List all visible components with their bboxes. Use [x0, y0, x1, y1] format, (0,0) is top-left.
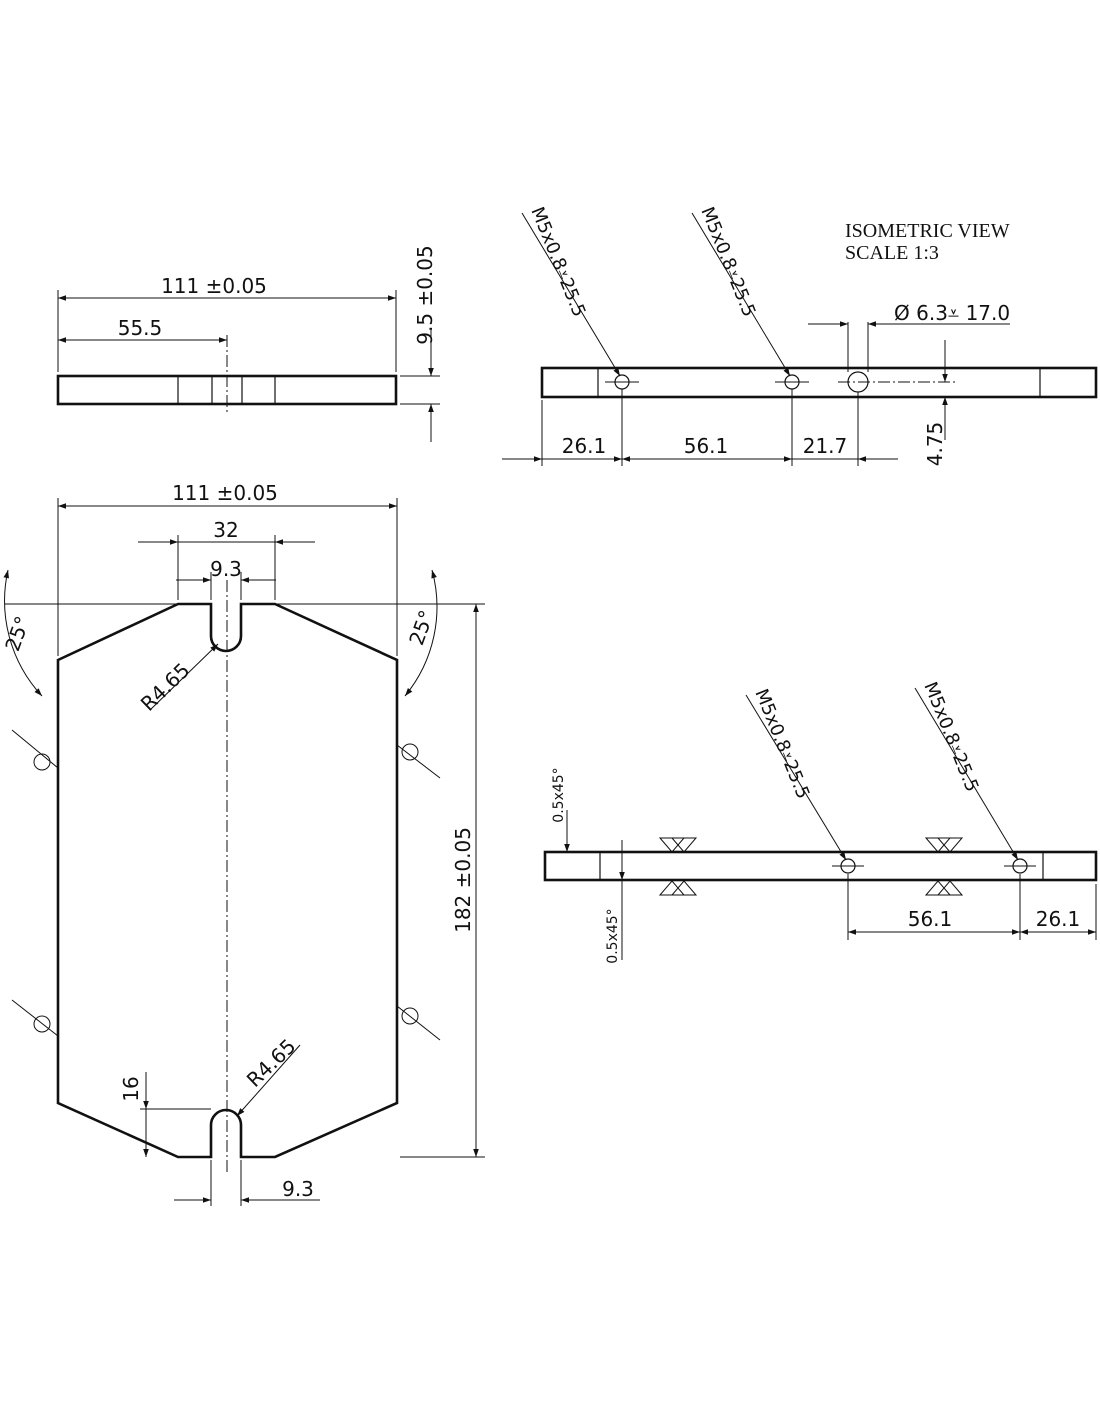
thread-2-callout: M5x0.8⩡25.5 [696, 204, 759, 320]
top-width-dim: 111 ±0.05 [161, 274, 267, 298]
thread-1-callout: M5x0.8⩡25.5 [526, 204, 589, 320]
slot-width-top-dim: 9.3 [210, 557, 242, 581]
chamfer-bottom-dim: 0.5x45° [605, 908, 621, 963]
view-title: ISOMETRIC VIEW [845, 220, 1010, 242]
chamfer-top-dim: 0.5x45° [551, 767, 567, 822]
slot-width-bottom-dim: 9.3 [282, 1177, 314, 1201]
front-height-dim: 182 ±0.05 [451, 827, 475, 933]
side-view-bottom: M5x0.8⩡25.5 M5x0.8⩡25.5 0.5x45° 0.5x45° … [543, 679, 1098, 964]
bottom-side-dim-a: 56.1 [908, 907, 953, 931]
side-view-bottom-outline [543, 850, 1098, 882]
bottom-side-dim-b: 26.1 [1036, 907, 1081, 931]
thread-4-callout: M5x0.8⩡25.5 [919, 679, 982, 795]
side-dim-b: 56.1 [684, 434, 729, 458]
datum-symbol-right-bottom [396, 1005, 441, 1041]
top-half-width-dim: 55.5 [118, 316, 163, 340]
top-view: 111 ±0.05 55.5 9.5 ±0.05 [56, 245, 440, 442]
datum-symbol-left-top [11, 729, 59, 771]
slot-span-dim: 32 [213, 518, 238, 542]
surface-finish-mark-2 [924, 837, 964, 896]
radius-top-dim: R4.65 [136, 658, 195, 716]
slot-depth-dim: 16 [119, 1076, 143, 1101]
front-width-dim: 111 ±0.05 [172, 481, 278, 505]
thread-3-callout: M5x0.8⩡25.5 [750, 686, 813, 802]
angle-right-dim: 25° [404, 607, 439, 649]
radius-bottom-dim: R4.65 [242, 1034, 301, 1092]
side-view-top: M5x0.8⩡25.5 M5x0.8⩡25.5 Ø 6.3⩡ 17.0 4.75… [502, 204, 1098, 467]
hole-height-dim: 4.75 [923, 422, 947, 467]
side-view-top-outline [540, 366, 1098, 399]
hole-callout: Ø 6.3⩡ 17.0 [894, 301, 1010, 325]
side-dim-c: 21.7 [803, 434, 848, 458]
front-view: 111 ±0.05 32 9.3 R4.65 182 ±0.05 25° 25° [0, 481, 485, 1206]
surface-finish-mark-1 [658, 837, 698, 896]
top-thickness-dim: 9.5 ±0.05 [413, 245, 437, 344]
datum-symbol-right-top [396, 743, 441, 779]
view-scale: SCALE 1:3 [845, 242, 939, 264]
datum-symbol-left-bottom [11, 999, 59, 1037]
side-dim-a: 26.1 [562, 434, 607, 458]
